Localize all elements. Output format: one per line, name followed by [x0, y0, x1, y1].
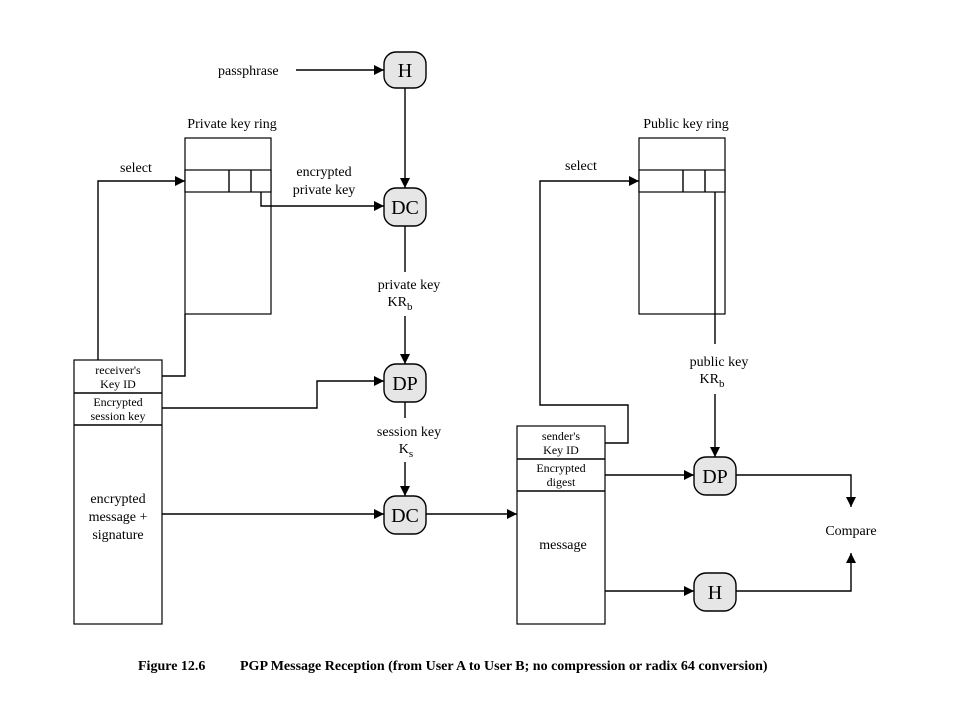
- private-select-label: select: [120, 161, 152, 176]
- incoming-body-line1: encrypted: [90, 492, 145, 507]
- kr-public-main: KR: [700, 372, 720, 387]
- dp-digest-node: [693, 456, 737, 496]
- public-key-ring-title: Public key ring: [643, 117, 729, 132]
- private-key-ring-title: Private key ring: [187, 117, 276, 132]
- hash-node-bottom-label: H: [708, 582, 722, 604]
- incoming-message: [73, 359, 163, 625]
- private-key-label: private key: [378, 278, 441, 293]
- hash-to-compare-arrow: [736, 553, 856, 592]
- passphrase-label: passphrase: [218, 64, 279, 79]
- ks-main: K: [399, 442, 409, 457]
- session-key-label: session key: [377, 425, 441, 440]
- encrypted-digest-line1: Encrypted: [536, 461, 585, 475]
- encrypted-digest-line2: digest: [547, 475, 576, 489]
- dc-message-node: [383, 495, 427, 535]
- incoming-body-line3: signature: [92, 528, 143, 543]
- dc-private-node-label: DC: [391, 197, 419, 219]
- encrypted-private-key-line1: encrypted: [296, 165, 351, 180]
- dp-session-node-label: DP: [392, 373, 418, 395]
- dp-digest-node-label: DP: [702, 466, 728, 488]
- receiver-key-id-line2: Key ID: [100, 377, 136, 391]
- ks-label: Ks: [399, 442, 413, 460]
- kr-public-sub: b: [719, 378, 725, 390]
- kr-private-label: KRb: [388, 295, 413, 313]
- sender-key-id-line1: sender's: [542, 429, 580, 443]
- public-key-label: public key: [690, 355, 749, 370]
- encrypted-session-key-line2: session key: [91, 409, 146, 423]
- kr-private-sub: b: [407, 301, 413, 313]
- private-key-ring: [184, 137, 272, 315]
- figure-caption: PGP Message Reception (from User A to Us…: [240, 659, 768, 674]
- hash-node-bottom: [693, 572, 737, 612]
- encrypted-private-key-line2: private key: [293, 183, 356, 198]
- decrypted-message-body: message: [539, 538, 586, 553]
- receiver-key-id-line1: receiver's: [95, 363, 141, 377]
- public-key-ring: [638, 137, 726, 315]
- public-select-arrow: [539, 176, 639, 444]
- encrypted-private-key-arrow: [260, 192, 384, 211]
- kr-public-label: KRb: [700, 372, 725, 390]
- dc-message-node-label: DC: [391, 505, 419, 527]
- kr-private-main: KR: [388, 295, 408, 310]
- receiver-key-id-connector: [162, 314, 186, 377]
- sender-key-id-line2: Key ID: [543, 443, 579, 457]
- encrypted-session-key-arrow: [162, 376, 384, 409]
- figure-number: Figure 12.6: [138, 659, 205, 674]
- public-select-label: select: [565, 159, 597, 174]
- hash-node-top-label: H: [398, 60, 412, 82]
- ks-sub: s: [409, 448, 413, 460]
- private-key-ring-entry: [184, 169, 272, 193]
- public-key-ring-entry: [638, 169, 726, 193]
- encrypted-session-key-line1: Encrypted: [93, 395, 142, 409]
- compare-label: Compare: [825, 524, 876, 539]
- dp-to-compare-arrow: [736, 474, 856, 507]
- incoming-body-line2: message +: [89, 510, 148, 525]
- private-select-arrow: [97, 176, 185, 362]
